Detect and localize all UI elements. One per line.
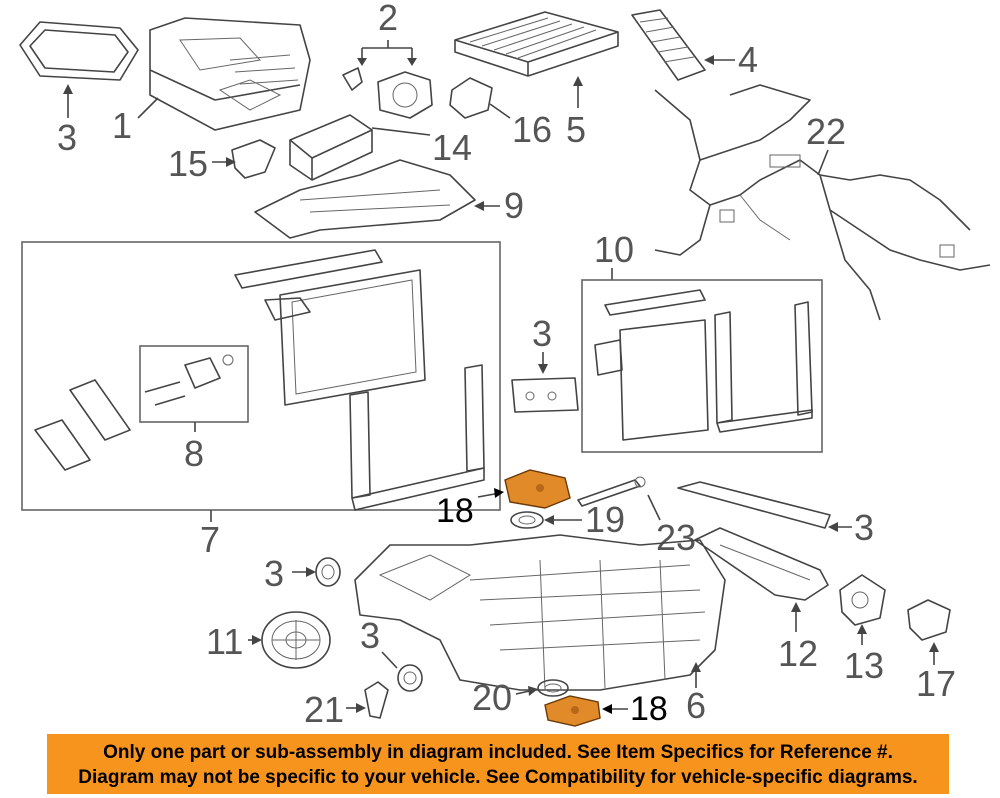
callout-2: 2 — [378, 0, 398, 38]
callout-22: 22 — [806, 111, 846, 152]
arrow-3a — [63, 84, 73, 94]
callout-20: 20 — [472, 677, 512, 718]
part-plug-3d — [315, 557, 341, 587]
arrow-19 — [544, 515, 554, 525]
callout-3e: 3 — [360, 615, 380, 656]
part-drain-hose-21 — [364, 681, 389, 719]
callout-18a: 18 — [436, 492, 474, 530]
part-bolt-23 — [577, 476, 646, 507]
part-actuator-17 — [907, 599, 951, 641]
callout-16: 16 — [512, 109, 552, 150]
leader-23 — [647, 494, 661, 521]
part-actuator-13 — [839, 574, 886, 626]
callout-21: 21 — [304, 689, 344, 728]
part-control-module-14 — [289, 114, 373, 181]
arrow-3d — [306, 567, 316, 577]
arrow-12 — [791, 602, 801, 612]
arrow-18a — [494, 488, 504, 498]
part-duct-9 — [254, 159, 476, 239]
callout-10: 10 — [594, 229, 634, 270]
parts-diagram: 3 1 2 16 5 4 — [19, 0, 991, 728]
callout-3b: 3 — [532, 313, 552, 354]
leader-1 — [137, 97, 159, 119]
callout-12: 12 — [778, 633, 818, 674]
callout-3a: 3 — [57, 117, 77, 158]
arrow-11 — [252, 635, 262, 645]
part-wiring-harness-22 — [654, 84, 991, 321]
arrow-2b — [407, 58, 417, 66]
part-bracket-15 — [231, 139, 276, 179]
callout-3d: 3 — [264, 553, 284, 594]
part-expansion-valve — [144, 354, 234, 406]
part-blower-motor-11 — [261, 611, 331, 669]
disclaimer-line-1: Only one part or sub-assembly in diagram… — [103, 742, 893, 763]
part-heater-core — [594, 289, 813, 441]
leader-16 — [489, 103, 511, 119]
callout-17: 17 — [916, 663, 956, 704]
callout-18b: 18 — [630, 690, 668, 728]
callout-7: 7 — [200, 519, 220, 560]
part-evaporator-core — [234, 249, 485, 511]
arrow-21 — [356, 703, 366, 713]
part-seal-19 — [510, 511, 544, 529]
arrow-20 — [528, 686, 538, 696]
arrow-3c — [828, 522, 838, 532]
arrow-5 — [573, 76, 583, 86]
part-cabin-filter — [454, 11, 619, 77]
part-plug-3e — [397, 664, 423, 692]
callout-13: 13 — [844, 645, 884, 686]
leader-3e — [381, 651, 398, 669]
part-blower-housing — [149, 17, 311, 131]
part-seal-20 — [537, 679, 569, 697]
arrow-15 — [226, 157, 236, 167]
arrow-4 — [704, 55, 714, 65]
part-actuator-16 — [449, 77, 493, 119]
part-actuator-2 — [342, 67, 433, 119]
part-duct-12 — [694, 527, 829, 601]
part-seal-strip-right — [677, 481, 831, 529]
part-actuator-18-highlighted-upper — [504, 469, 571, 509]
arrow-18b — [602, 704, 612, 714]
part-seal-pair — [34, 379, 131, 471]
arrow-13 — [857, 624, 867, 634]
part-actuator-18-highlighted-lower — [544, 695, 601, 727]
part-hvac-case-6 — [354, 534, 726, 691]
callout-3c: 3 — [854, 507, 874, 548]
group-box-7 — [21, 241, 501, 511]
callout-15: 15 — [168, 143, 208, 184]
arrow-6 — [691, 662, 701, 672]
part-gasket-middle — [511, 377, 579, 413]
arrow-2a — [357, 58, 367, 66]
callout-14: 14 — [432, 127, 472, 168]
arrow-9 — [474, 201, 484, 211]
callout-1: 1 — [112, 105, 132, 146]
disclaimer-banner: Only one part or sub-assembly in diagram… — [47, 734, 949, 794]
arrow-17 — [929, 642, 939, 652]
group-box-10 — [581, 279, 823, 453]
group-box-8 — [139, 345, 249, 423]
callout-4: 4 — [738, 39, 758, 80]
leader-2 — [361, 40, 413, 62]
leader-22 — [817, 149, 829, 176]
callout-9: 9 — [504, 185, 524, 226]
callout-11: 11 — [206, 621, 243, 662]
disclaimer-line-2: Diagram may not be specific to your vehi… — [78, 767, 918, 788]
part-gasket-top-left — [19, 21, 139, 81]
callout-6: 6 — [686, 685, 706, 726]
callout-5: 5 — [566, 109, 586, 150]
leader-14 — [371, 127, 431, 136]
callout-8: 8 — [184, 433, 204, 474]
part-vent-grille-4 — [631, 9, 706, 81]
arrow-3b — [538, 364, 548, 374]
callout-19: 19 — [585, 499, 625, 540]
callout-23: 23 — [656, 517, 696, 558]
